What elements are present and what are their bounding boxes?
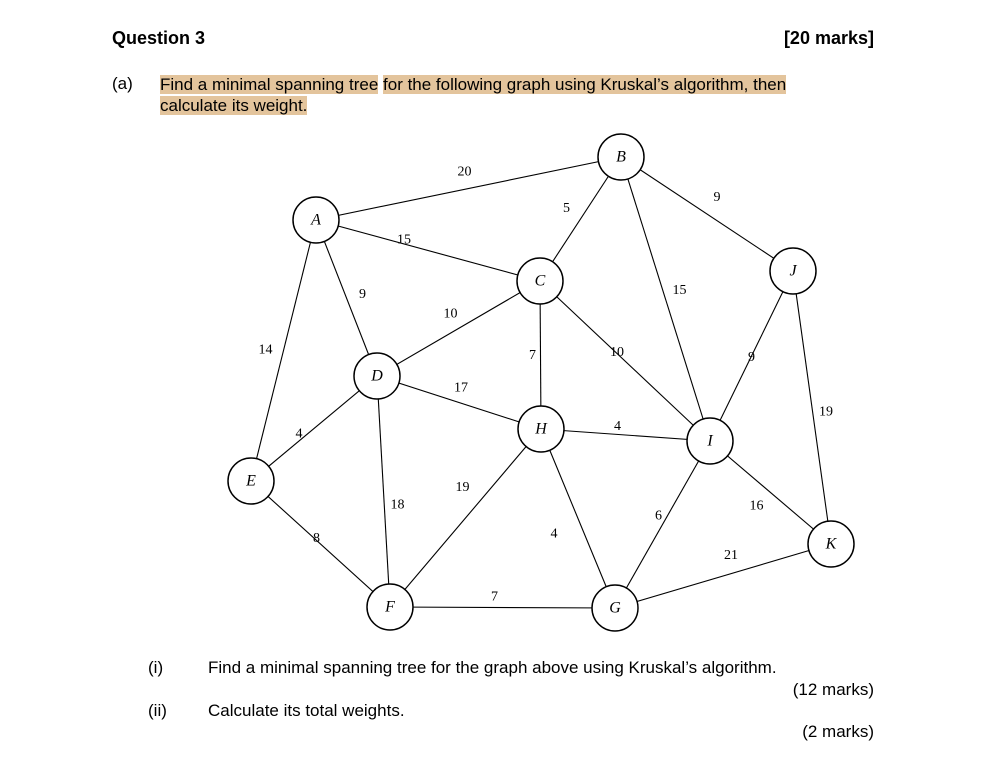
edge-weight-d-e: 4 bbox=[296, 427, 303, 442]
node-d: D bbox=[353, 352, 401, 400]
part-a-instructions: Find a minimal spanning tree for the fol… bbox=[160, 74, 787, 116]
subpart-i-marks: (12 marks) bbox=[792, 680, 874, 699]
edge-weight-c-i: 10 bbox=[610, 345, 624, 360]
edge-a-b bbox=[315, 156, 622, 221]
highlight-1: Find a minimal spanning tree bbox=[160, 75, 379, 94]
edge-h-i bbox=[540, 428, 711, 442]
edge-weight-h-g: 4 bbox=[551, 527, 558, 542]
node-circle-f bbox=[366, 583, 414, 631]
node-i: I bbox=[686, 417, 734, 465]
node-label-a: A bbox=[310, 212, 321, 229]
node-circle-i bbox=[686, 417, 734, 465]
node-label-b: B bbox=[616, 149, 626, 166]
node-circle-c bbox=[516, 257, 564, 305]
total-marks: [20 marks] bbox=[783, 28, 874, 48]
edge-weight-j-k: 19 bbox=[819, 405, 833, 420]
highlight-3: calculate its weight. bbox=[160, 96, 308, 115]
edge-weight-g-k: 21 bbox=[724, 548, 738, 563]
edge-weight-i-k: 16 bbox=[750, 499, 764, 514]
node-circle-h bbox=[517, 405, 565, 453]
edge-weight-b-j: 9 bbox=[714, 190, 721, 205]
node-label-d: D bbox=[370, 368, 383, 385]
edge-weight-c-h: 7 bbox=[529, 348, 536, 363]
edge-c-i bbox=[539, 280, 711, 442]
node-label-i: I bbox=[706, 433, 713, 450]
node-circle-d bbox=[353, 352, 401, 400]
node-circle-k bbox=[807, 520, 855, 568]
edge-a-e bbox=[250, 219, 317, 482]
node-f: F bbox=[366, 583, 414, 631]
subpart-i-text: Find a minimal spanning tree for the gra… bbox=[208, 658, 777, 677]
edge-weight-a-b: 20 bbox=[458, 165, 472, 180]
edge-weight-d-f: 18 bbox=[391, 498, 405, 513]
edge-i-k bbox=[709, 440, 832, 545]
edge-b-i bbox=[620, 156, 711, 442]
edge-a-c bbox=[315, 219, 541, 282]
node-j: J bbox=[769, 247, 817, 295]
edge-d-e bbox=[250, 375, 378, 482]
edge-j-k bbox=[792, 270, 832, 545]
node-a: A bbox=[292, 196, 340, 244]
subpart-ii-text: Calculate its total weights. bbox=[208, 701, 405, 720]
edge-weight-a-e: 14 bbox=[259, 343, 273, 358]
edge-weight-b-c: 5 bbox=[563, 201, 570, 216]
subpart-ii-label: (ii) bbox=[148, 701, 167, 720]
node-label-e: E bbox=[245, 473, 256, 490]
edge-weight-d-h: 17 bbox=[454, 381, 468, 396]
edge-c-d bbox=[376, 280, 541, 377]
node-c: C bbox=[516, 257, 564, 305]
node-label-g: G bbox=[609, 600, 621, 617]
edge-h-f bbox=[389, 428, 542, 608]
node-k: K bbox=[807, 520, 855, 568]
edge-c-h bbox=[539, 280, 542, 430]
node-circle-g bbox=[591, 584, 639, 632]
edge-b-j bbox=[620, 156, 794, 272]
edge-i-j bbox=[709, 270, 794, 442]
question-title: Question 3 bbox=[112, 28, 206, 48]
edge-weight-i-g: 6 bbox=[655, 509, 662, 524]
node-b: B bbox=[597, 133, 645, 181]
edge-weight-a-d: 9 bbox=[359, 287, 366, 302]
edge-b-c bbox=[539, 156, 622, 282]
edge-weight-f-g: 7 bbox=[491, 590, 498, 605]
node-label-c: C bbox=[535, 273, 546, 290]
edge-weight-c-d: 10 bbox=[444, 307, 458, 322]
node-h: H bbox=[517, 405, 565, 453]
edge-i-g bbox=[614, 440, 711, 609]
edge-d-f bbox=[376, 375, 391, 608]
edge-e-f bbox=[250, 480, 391, 608]
node-g: G bbox=[591, 584, 639, 632]
edge-h-g bbox=[540, 428, 616, 609]
edge-weight-a-c: 15 bbox=[397, 233, 411, 248]
edge-weight-i-j: 9 bbox=[748, 350, 755, 365]
edge-weight-h-f: 19 bbox=[456, 480, 470, 495]
highlight-2: for the following graph using Kruskal’s … bbox=[383, 75, 787, 94]
node-circle-a bbox=[292, 196, 340, 244]
edge-weight-b-i: 15 bbox=[673, 283, 687, 298]
edge-d-h bbox=[376, 375, 542, 430]
node-label-k: K bbox=[825, 536, 838, 553]
node-circle-e bbox=[227, 457, 275, 505]
node-label-j: J bbox=[789, 263, 797, 280]
edge-weight-h-i: 4 bbox=[614, 419, 621, 434]
node-e: E bbox=[227, 457, 275, 505]
node-label-f: F bbox=[384, 599, 395, 616]
edge-f-g bbox=[389, 606, 616, 609]
subpart-ii-marks: (2 marks) bbox=[802, 722, 874, 741]
edge-g-k bbox=[614, 543, 832, 609]
edge-a-d bbox=[315, 219, 378, 377]
node-circle-b bbox=[597, 133, 645, 181]
part-a-label: (a) bbox=[112, 74, 133, 93]
edge-weight-e-f: 8 bbox=[313, 531, 320, 546]
node-circle-j bbox=[769, 247, 817, 295]
node-label-h: H bbox=[534, 421, 548, 438]
subpart-i-label: (i) bbox=[148, 658, 164, 677]
